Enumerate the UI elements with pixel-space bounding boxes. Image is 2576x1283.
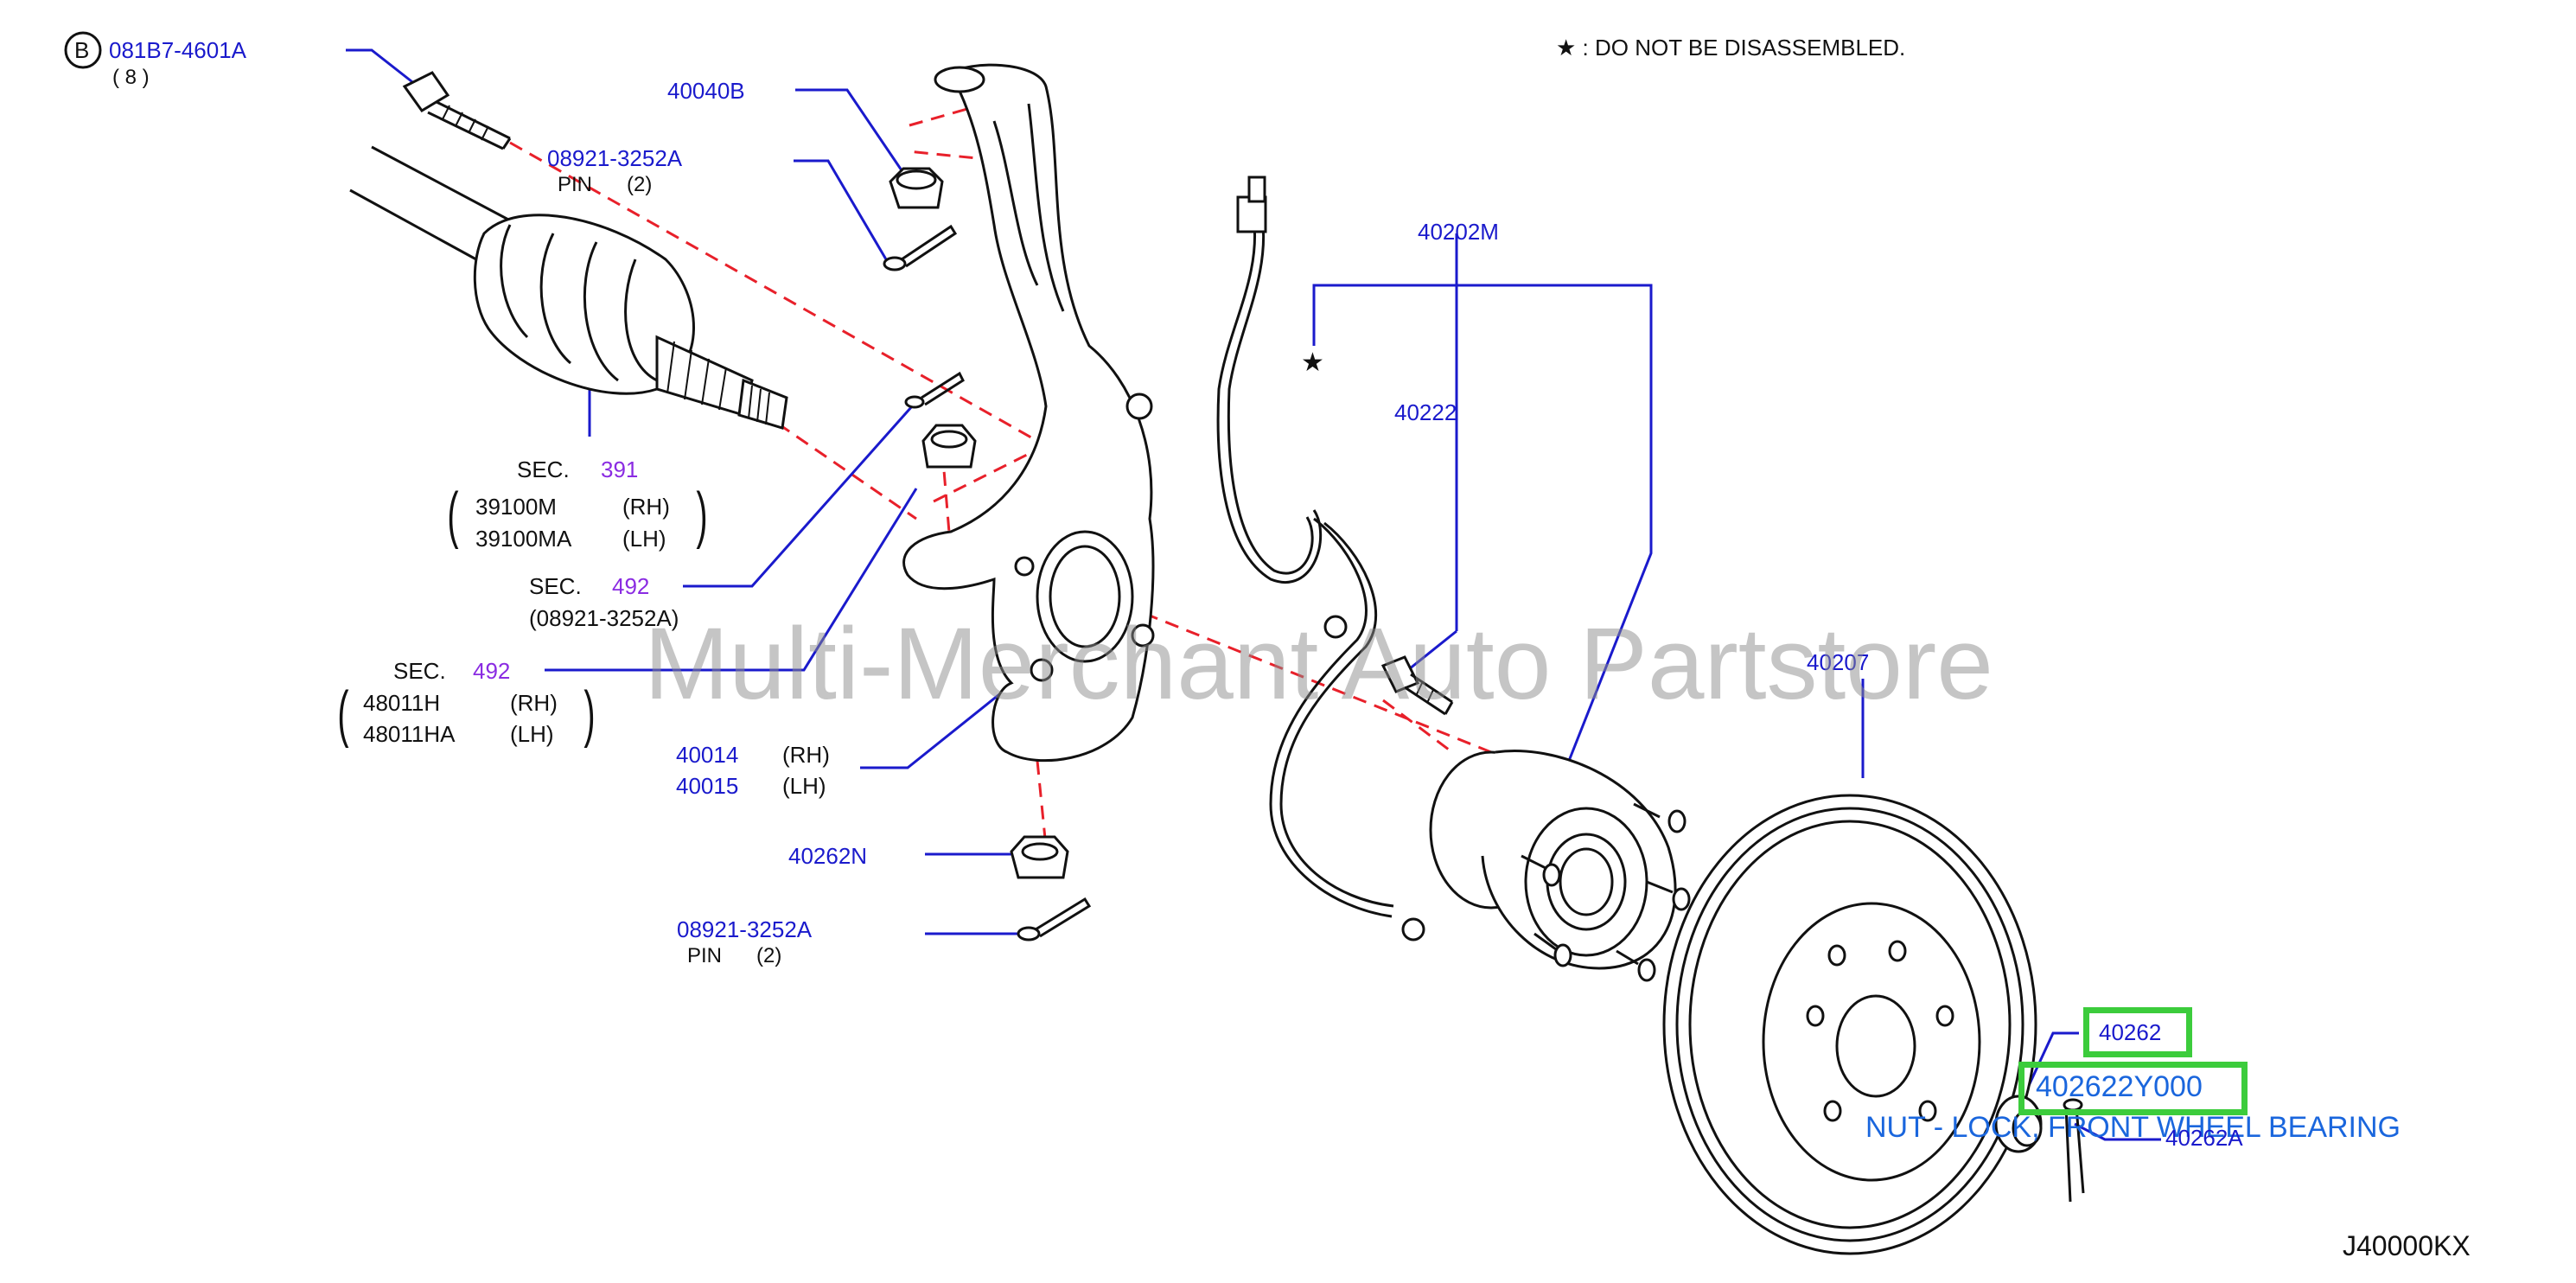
label-40207[interactable]: 40207 — [1807, 649, 1870, 675]
diagram-code: J40000KX — [2343, 1230, 2471, 1261]
label-40202M[interactable]: 40202M — [1418, 219, 1499, 245]
hub-bolt-drawing — [1380, 655, 1454, 716]
sec492b-num[interactable]: 492 — [473, 658, 511, 684]
sec492b-rh-part: 48011H — [363, 690, 441, 716]
label-08921-3252A-top[interactable]: 08921-3252A — [547, 145, 683, 171]
flange-bolt-drawing — [402, 71, 512, 150]
label-40262[interactable]: 40262 — [2099, 1019, 2162, 1045]
sec492b-sec: SEC. — [393, 658, 446, 684]
label-40222[interactable]: 40222 — [1394, 399, 1457, 425]
label-081B7-4601A[interactable]: 081B7-4601A — [109, 37, 247, 63]
sec492b-rh: (RH) — [510, 690, 558, 716]
paren-left-391: ( — [447, 481, 459, 550]
pin-bottom-desc: PIN — [687, 944, 723, 967]
highlighted-part-description[interactable]: NUT - LOCK, FRONT WHEEL BEARING — [1865, 1111, 2401, 1144]
pin-bottom-qty: (2) — [756, 944, 782, 967]
paren-right-391: ) — [696, 481, 708, 550]
label-40040B[interactable]: 40040B — [667, 78, 745, 104]
sec492a-num[interactable]: 492 — [612, 573, 650, 599]
highlight-box-402622Y000 — [2018, 1062, 2248, 1115]
watermark: Multi-Merchant Auto Partstore — [644, 607, 1993, 721]
brake-rotor-drawing — [1662, 794, 2037, 1255]
highlight-box-40262 — [2083, 1007, 2192, 1057]
wheel-hub-assembly-drawing — [1429, 750, 1691, 982]
label-40262A[interactable]: 40262A — [2165, 1125, 2243, 1151]
paren-right-492: ) — [583, 680, 596, 749]
paren-left-492: ( — [337, 680, 349, 749]
label-40014[interactable]: 40014 — [676, 742, 739, 768]
sec492b-lh: (LH) — [510, 721, 554, 747]
drive-shaft-drawing — [349, 145, 788, 430]
sec492b-lh-part: 48011HA — [363, 721, 456, 747]
driveshaft-lh: (LH) — [622, 526, 666, 552]
pin-top-qty: (2) — [627, 173, 653, 196]
label-08921-3252A-bottom[interactable]: 08921-3252A — [677, 916, 813, 942]
highlighted-part-number[interactable]: 402622Y000 — [2036, 1070, 2203, 1103]
knuckle-rh: (RH) — [782, 742, 830, 768]
pin-top-desc: PIN — [558, 173, 593, 196]
driveshaft-rh-part: 39100M — [475, 494, 557, 520]
driveshaft-rh: (RH) — [622, 494, 670, 520]
sec492a-sec: SEC. — [529, 573, 582, 599]
abs-sensor-wire-drawing — [1216, 176, 1425, 942]
badge-circle — [64, 31, 102, 69]
steering-knuckle-drawing — [902, 63, 1155, 763]
castle-nuts-drawing — [889, 167, 1069, 879]
cotter-pins-drawing — [883, 224, 1092, 942]
driveshaft-sec: SEC. — [517, 456, 570, 482]
bolt-badge: B — [74, 37, 90, 63]
leader-lines — [346, 48, 2161, 1141]
star-icon: ★ — [1301, 348, 1324, 377]
disassembly-note: ★ : DO NOT BE DISASSEMBLED. — [1556, 35, 1906, 61]
driveshaft-lh-part: 39100MA — [475, 526, 572, 552]
bolt-qty: ( 8 ) — [112, 66, 150, 89]
label-40015[interactable]: 40015 — [676, 773, 739, 799]
driveshaft-sec-num[interactable]: 391 — [601, 456, 639, 482]
label-40262N[interactable]: 40262N — [788, 843, 868, 869]
sec492a-part: (08921-3252A) — [529, 605, 679, 631]
knuckle-lh: (LH) — [782, 773, 826, 799]
